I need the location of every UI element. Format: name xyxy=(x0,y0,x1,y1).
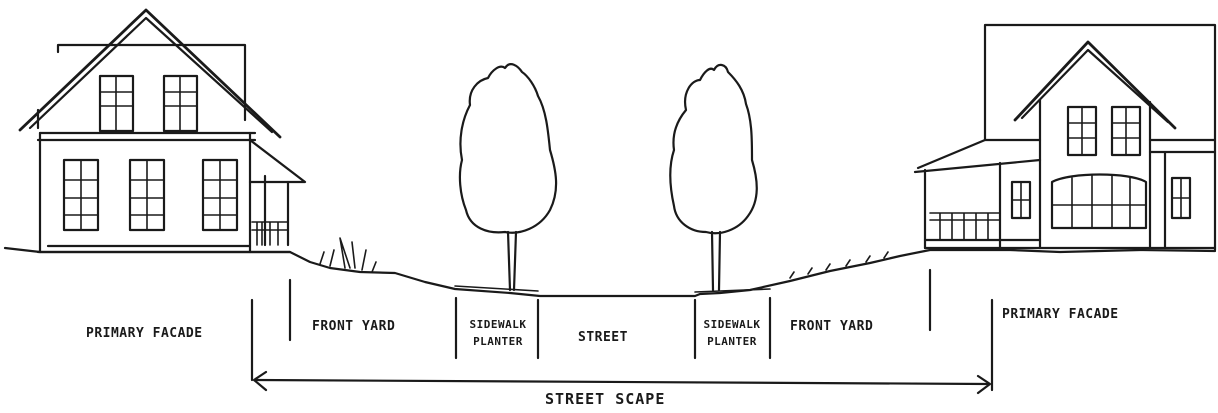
right-house xyxy=(913,23,1217,252)
right-tree xyxy=(669,63,758,292)
primary-facade-left-label: PRIMARY FACADE xyxy=(86,326,203,341)
sidewalk-right-line1: SIDEWALK xyxy=(703,318,761,331)
front-yard-right-label: FRONT YARD xyxy=(790,319,874,334)
streetscape-dimension xyxy=(252,370,992,395)
sidewalk-left-line1: SIDEWALK xyxy=(469,318,527,331)
left-house xyxy=(18,8,307,254)
ground-line xyxy=(3,246,1217,298)
sidewalk-right-line2: PLANTER xyxy=(707,335,757,348)
zone-dividers xyxy=(250,268,994,392)
streetscape-label: STREET SCAPE xyxy=(545,390,666,408)
street-label: STREET xyxy=(578,330,628,345)
primary-facade-right-label: PRIMARY FACADE xyxy=(1002,307,1119,322)
sidewalk-left-line2: PLANTER xyxy=(473,335,523,348)
left-tree xyxy=(458,63,558,292)
sidewalk-planter-left-label: SIDEWALK PLANTER xyxy=(458,316,538,350)
sidewalk-planter-right-label: SIDEWALK PLANTER xyxy=(694,316,770,350)
front-yard-left-label: FRONT YARD xyxy=(312,319,396,334)
grass-left xyxy=(319,237,377,273)
grass-right xyxy=(789,251,889,279)
